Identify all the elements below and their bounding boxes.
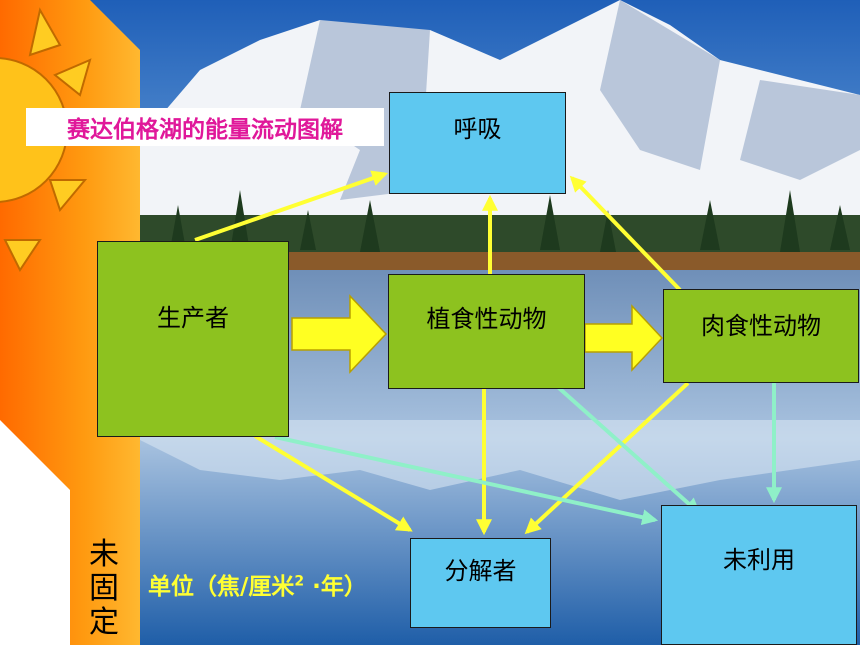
node-unused: 未利用 xyxy=(661,505,857,645)
arrow-herbivore-unused xyxy=(548,378,701,515)
node-carnivore: 肉食性动物 xyxy=(663,289,859,383)
node-producer: 生产者 xyxy=(97,241,289,437)
node-herbivore: 植食性动物 xyxy=(388,274,585,389)
unit-superscript: 2 xyxy=(294,573,305,590)
arrow-producer-unused xyxy=(274,435,659,526)
node-decomposer-label: 分解者 xyxy=(444,557,517,585)
arrow-carnivore-respiration xyxy=(569,175,682,292)
diagram-title: 赛达伯格湖的能量流动图解 xyxy=(26,108,384,146)
yellow-arrows xyxy=(194,170,690,536)
arrow-carnivore-decomposer xyxy=(524,381,690,535)
unit-suffix: ·年） xyxy=(304,574,367,600)
unfixed-char-1: 未 xyxy=(89,537,119,572)
unit-label: 单位（焦/厘米2 ·年） xyxy=(148,567,367,601)
reflection xyxy=(140,420,860,500)
node-decomposer: 分解者 xyxy=(410,538,551,628)
unfixed-char-3: 定 xyxy=(89,605,119,640)
unit-prefix: 单位（焦/厘米 xyxy=(148,574,295,600)
node-herbivore-label: 植食性动物 xyxy=(426,305,547,333)
arrow-producer-respiration xyxy=(194,170,389,242)
teal-arrows xyxy=(274,378,782,526)
flow-arrow-herbivore-carnivore xyxy=(584,304,664,372)
flow-arrow-producer-herbivore xyxy=(291,294,388,374)
node-producer-label: 生产者 xyxy=(157,304,229,332)
node-carnivore-label: 肉食性动物 xyxy=(701,312,821,340)
shore xyxy=(140,252,860,272)
node-respiration-label: 呼吸 xyxy=(453,115,502,143)
node-respiration: 呼吸 xyxy=(389,92,566,194)
unfixed-char-2: 固 xyxy=(89,571,119,606)
arrow-producer-decomposer xyxy=(253,434,413,532)
node-unused-label: 未利用 xyxy=(723,546,795,574)
unfixed-label: 未 固 定 xyxy=(72,538,136,640)
